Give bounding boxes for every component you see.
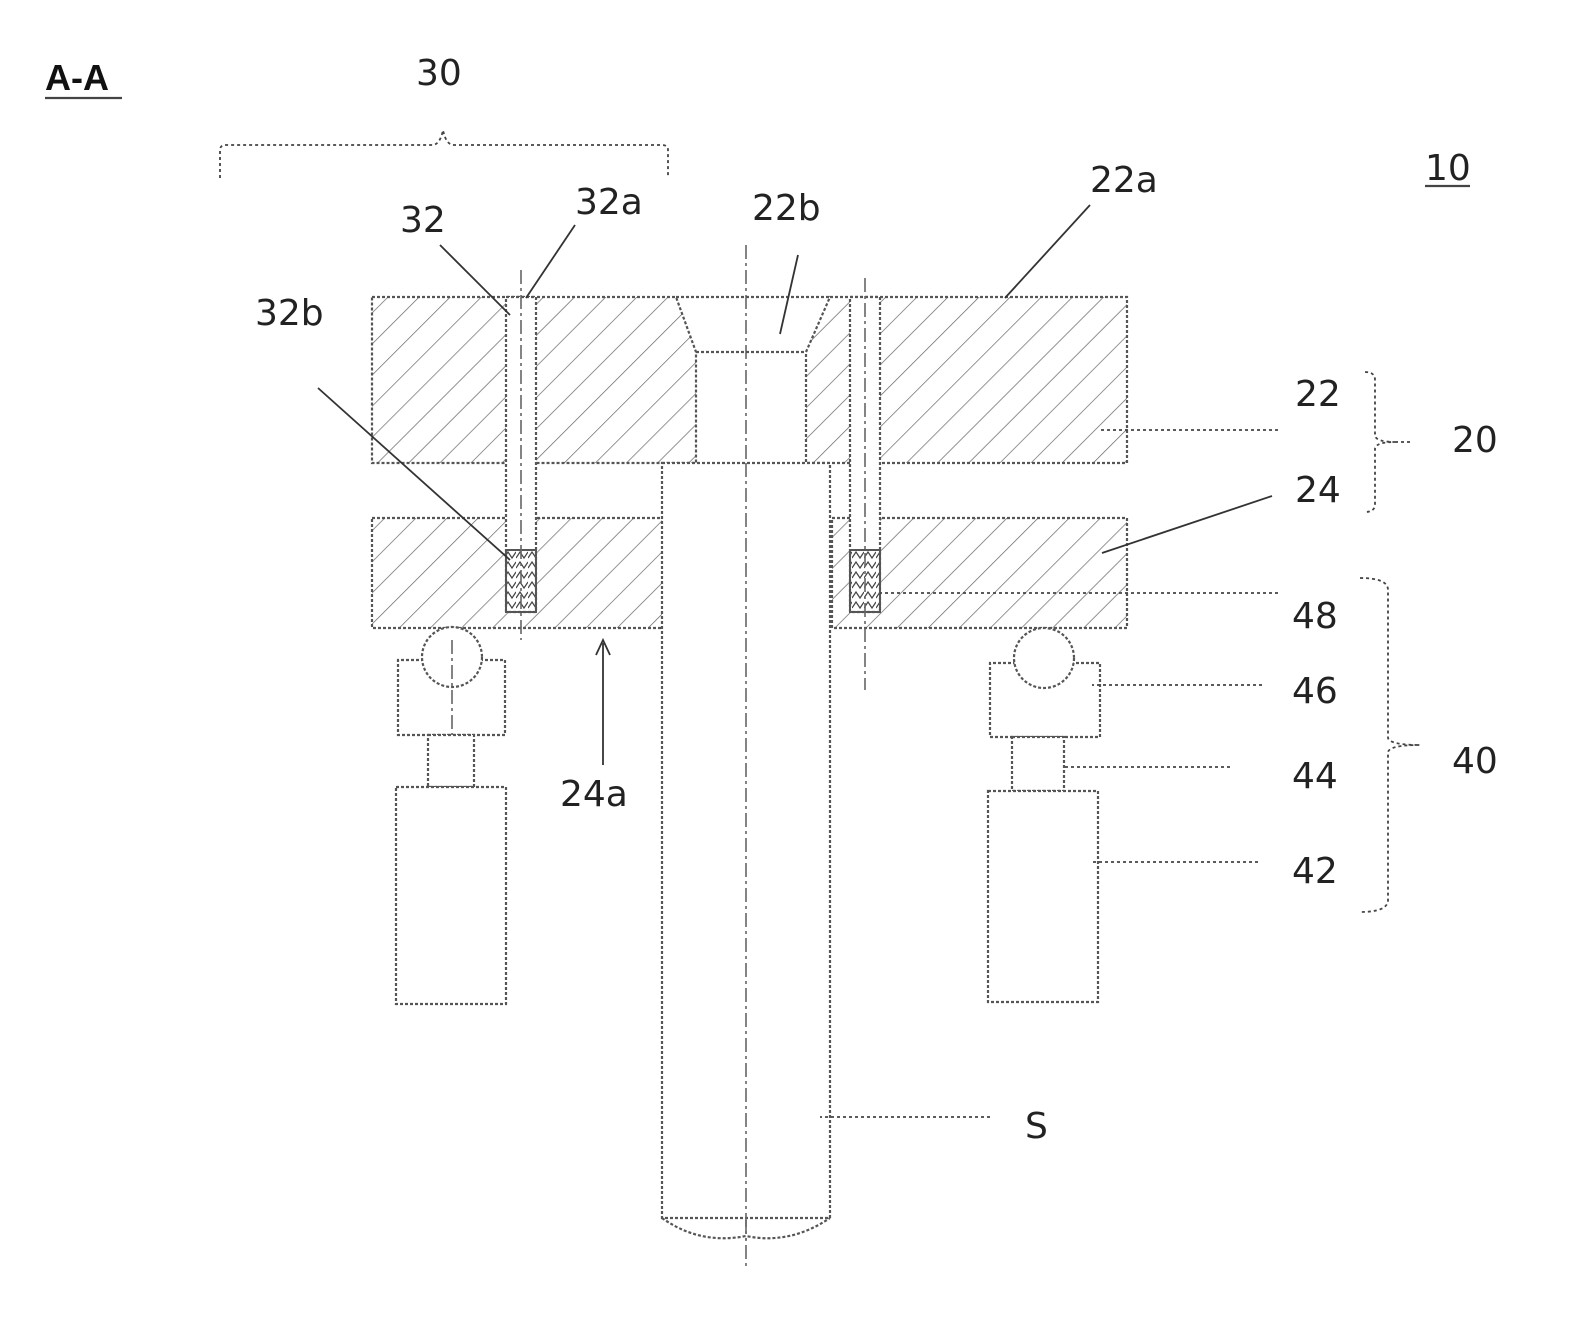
brace-40 xyxy=(1360,578,1420,912)
support-rod-right xyxy=(1012,737,1064,791)
label-32: 32 xyxy=(400,200,446,241)
label-S: S xyxy=(1025,1106,1048,1147)
label-42: 42 xyxy=(1292,851,1338,892)
upper-plate-recess-outline xyxy=(676,297,830,352)
brace-30 xyxy=(220,130,668,178)
label-24: 24 xyxy=(1295,470,1341,511)
leader-32a xyxy=(526,225,575,298)
label-32b: 32b xyxy=(255,293,324,334)
label-32a: 32a xyxy=(575,182,643,223)
leader-22b xyxy=(780,255,798,334)
label-40: 40 xyxy=(1452,741,1498,782)
support-body-left xyxy=(396,787,506,1004)
ball-right xyxy=(1014,628,1074,688)
label-48: 48 xyxy=(1292,596,1338,637)
label-30: 30 xyxy=(416,53,462,94)
leader-22a xyxy=(1005,205,1090,298)
support-rod-left xyxy=(428,735,474,787)
section-title: A-A xyxy=(45,57,109,98)
label-22: 22 xyxy=(1295,374,1341,415)
support-body-right xyxy=(988,791,1098,1002)
label-22a: 22a xyxy=(1090,160,1158,201)
label-46: 46 xyxy=(1292,671,1338,712)
label-22b: 22b xyxy=(752,188,821,229)
label-10: 10 xyxy=(1425,148,1471,189)
label-24a: 24a xyxy=(560,774,628,815)
label-44: 44 xyxy=(1292,756,1338,797)
label-20: 20 xyxy=(1452,420,1498,461)
brace-20 xyxy=(1365,372,1395,512)
